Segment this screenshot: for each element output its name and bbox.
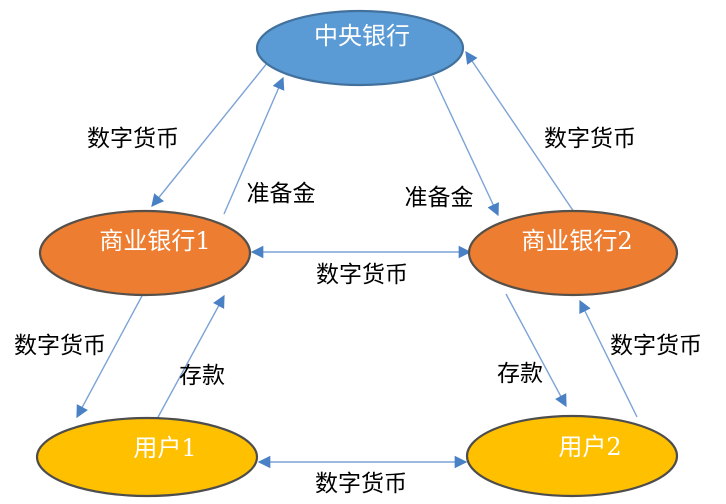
commercial-bank-2-node: 商业银行2 <box>467 209 679 297</box>
label-digital-currency-top-right: 数字货币 <box>544 126 636 152</box>
commercial-bank-1-label: 商业银行1 <box>99 227 210 255</box>
label-reserve-left: 准备金 <box>247 181 316 207</box>
label-digital-currency-bottom-left: 数字货币 <box>14 333 106 359</box>
label-digital-currency-bottom-middle: 数字货币 <box>315 471 407 497</box>
commercial-bank-1-node: 商业银行1 <box>38 209 252 297</box>
user-2-label: 用户2 <box>558 433 621 461</box>
label-digital-currency-bottom-right: 数字货币 <box>610 333 702 359</box>
edge-bank1-to-user1 <box>76 293 144 419</box>
central-bank-node: 中央银行 <box>255 9 465 87</box>
user-2-ellipse <box>465 414 679 498</box>
user-2-node: 用户2 <box>465 414 679 498</box>
edge-user2-to-bank2 <box>579 299 638 418</box>
label-deposit-left: 存款 <box>179 363 225 389</box>
label-digital-currency-top-left: 数字货币 <box>87 126 179 152</box>
edge-centralbank-to-bank1 <box>151 61 269 207</box>
edge-user1-to-bank1 <box>156 294 225 420</box>
user-1-node: 用户1 <box>35 416 259 498</box>
commercial-bank-1-ellipse <box>38 209 252 297</box>
label-reserve-right: 准备金 <box>405 185 474 211</box>
user-1-label: 用户1 <box>133 434 196 462</box>
edge-bank1-to-centralbank <box>223 76 285 215</box>
edge-bank2-to-centralbank <box>465 50 577 216</box>
edge-centralbank-to-bank2 <box>432 75 499 217</box>
edge-bank2-to-user2 <box>505 293 567 408</box>
central-bank-ellipse <box>255 9 465 87</box>
central-bank-label: 中央银行 <box>314 22 410 50</box>
label-digital-currency-middle: 数字货币 <box>316 262 408 288</box>
commercial-bank-2-ellipse <box>467 209 679 297</box>
user-1-ellipse <box>35 416 259 498</box>
label-deposit-right: 存款 <box>497 361 543 387</box>
commercial-bank-2-label: 商业银行2 <box>521 227 632 255</box>
